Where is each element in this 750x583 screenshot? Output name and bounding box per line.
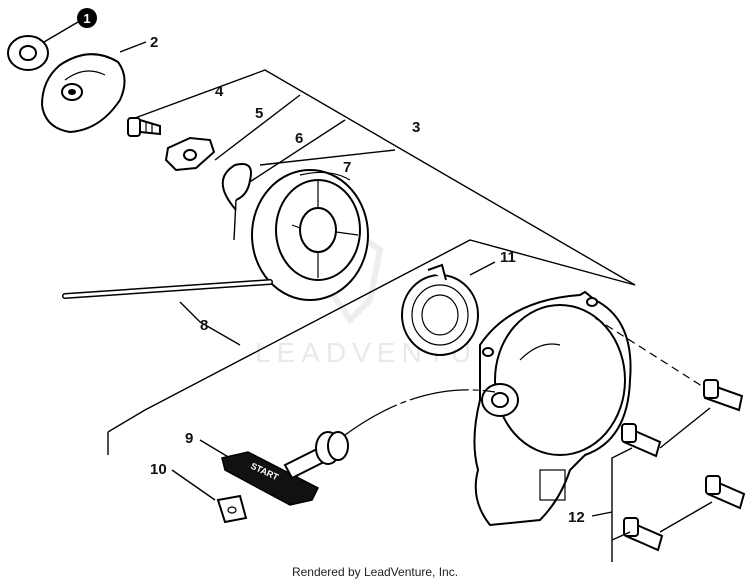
- callout-4: 4: [215, 83, 224, 100]
- part-11-recoil-spring[interactable]: [401, 263, 479, 356]
- callout-5: 5: [255, 105, 263, 122]
- part-6-spring[interactable]: [221, 163, 252, 241]
- watermark-text: LEADVENTURE: [255, 337, 528, 368]
- part-10-insert[interactable]: [216, 494, 248, 524]
- part-1-washer[interactable]: [7, 35, 49, 71]
- callout-7: 7: [343, 159, 351, 176]
- starter-housing[interactable]: [473, 290, 632, 527]
- part-12-bolt-1[interactable]: [703, 379, 744, 412]
- footer-credit: Rendered by LeadVenture, Inc.: [292, 565, 458, 579]
- callout-bracket-3: [134, 69, 636, 286]
- part-5-ratchet[interactable]: [164, 136, 216, 172]
- badge-number: 1: [83, 11, 90, 26]
- callout-11: 11: [500, 249, 516, 266]
- part-7-reel[interactable]: [251, 169, 369, 301]
- part-8-rope[interactable]: [62, 279, 273, 299]
- callout-bracket-12: [591, 407, 713, 562]
- part-9-handle[interactable]: START: [221, 431, 349, 506]
- callout-8: 8: [200, 317, 208, 334]
- part-4-screw[interactable]: [127, 117, 161, 137]
- part-12-bolt-4[interactable]: [623, 517, 664, 552]
- callout-3: 3: [412, 119, 420, 136]
- callout-bracket-9: [107, 239, 636, 501]
- part-2-pulley[interactable]: [40, 53, 126, 134]
- callout-12: 12: [568, 509, 585, 526]
- callout-9: 9: [185, 430, 193, 447]
- part-12-bolt-2[interactable]: [621, 423, 662, 458]
- part-12-bolt-3[interactable]: [705, 475, 746, 510]
- callout-2: 2: [150, 34, 158, 51]
- callout-10: 10: [150, 461, 167, 478]
- callout-badge-1[interactable]: 1: [77, 8, 97, 28]
- callout-6: 6: [295, 130, 303, 147]
